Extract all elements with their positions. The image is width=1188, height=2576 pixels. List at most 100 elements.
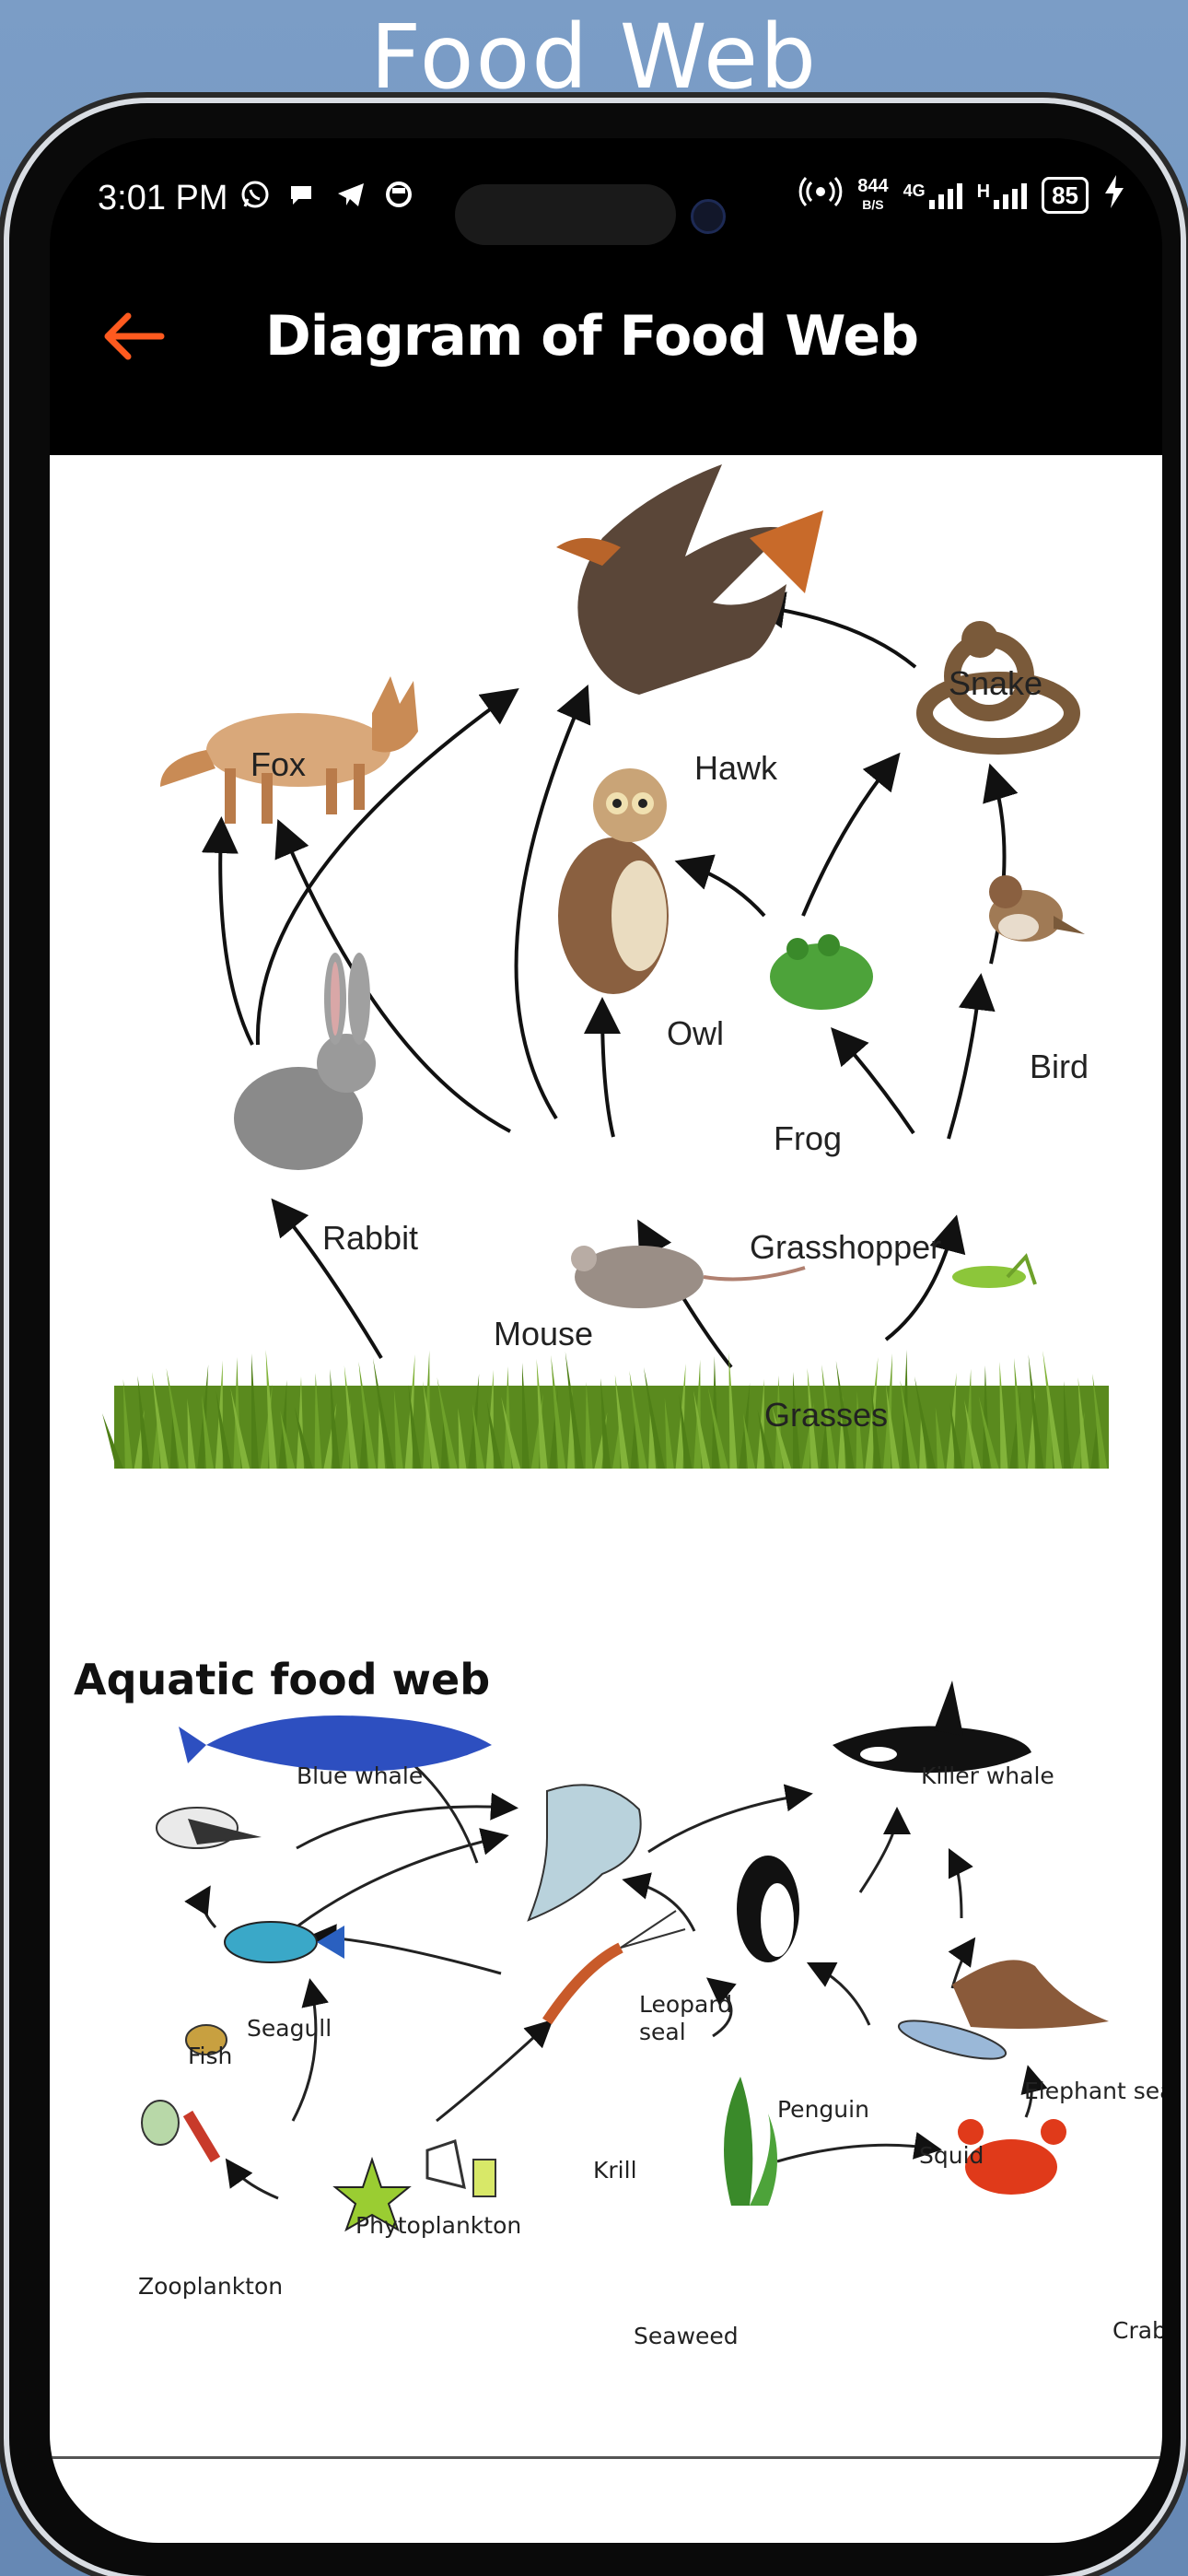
squid-illustration xyxy=(897,2020,1007,2060)
grass-blade xyxy=(743,1413,755,1469)
dynamic-island xyxy=(455,184,676,245)
grass-blade xyxy=(1042,1351,1063,1469)
app-notification-icon xyxy=(383,179,414,210)
status-time: 3:01 PM xyxy=(98,179,228,217)
grass-blade xyxy=(486,1400,503,1469)
seagull-label: Seagull xyxy=(247,2015,332,2042)
owl-label: Owl xyxy=(667,1014,724,1052)
battery-indicator: 85 xyxy=(1042,176,1089,214)
grass-blade xyxy=(585,1382,593,1469)
grass-blade xyxy=(280,1411,296,1469)
grass-blade xyxy=(728,1352,738,1469)
status-bar: 3:01 PM xyxy=(50,138,1162,249)
grass-blade xyxy=(330,1369,341,1469)
mouse-label: Mouse xyxy=(494,1315,593,1352)
grass-blade xyxy=(807,1368,819,1469)
grass-blade xyxy=(102,1413,123,1469)
grass-blade xyxy=(793,1372,800,1469)
grass-blade xyxy=(408,1385,422,1469)
signal-bars-icon xyxy=(928,182,962,209)
grass-blade xyxy=(393,1388,403,1469)
grass-blade xyxy=(614,1375,629,1469)
aquatic-section-title: Aquatic food web xyxy=(74,1655,491,1704)
grass-blade xyxy=(423,1381,439,1469)
snake-label: Snake xyxy=(949,664,1042,702)
grass-blade xyxy=(565,1352,584,1469)
grass-blade xyxy=(629,1371,647,1469)
seaweed-illustration xyxy=(724,2077,777,2206)
grass-blade xyxy=(137,1376,151,1469)
grass-blade xyxy=(648,1401,657,1469)
grass-blade xyxy=(1028,1354,1044,1469)
hawk-label: Hawk xyxy=(694,749,778,787)
krill-label: Krill xyxy=(593,2157,637,2184)
grass-blade xyxy=(871,1388,882,1469)
front-camera xyxy=(691,199,726,234)
network-speed: 844 B/S xyxy=(857,177,888,214)
killer-whale-label: Killer whale xyxy=(921,1762,1054,1789)
terrestrial-food-web-diagram: Fox Hawk Snake Owl Frog Bird Rabbit Gras… xyxy=(102,464,1162,2349)
speed-value: 844 xyxy=(857,175,889,196)
grass-blade xyxy=(522,1363,530,1469)
seagull-illustration xyxy=(156,1807,262,1849)
grass-blade xyxy=(600,1378,611,1469)
whatsapp-icon xyxy=(239,179,271,210)
squid-label: Squid xyxy=(919,2142,984,2169)
grass-blade xyxy=(472,1404,484,1469)
signal-h: H xyxy=(977,181,1028,209)
grass-blade xyxy=(693,1390,710,1469)
signal-4g: 4G xyxy=(903,181,962,209)
leopard-seal-illustration xyxy=(527,1784,642,1922)
rabbit-illustration xyxy=(234,953,376,1170)
grass-blade xyxy=(294,1407,313,1469)
grass-blade xyxy=(835,1361,855,1469)
penguin-label: Penguin xyxy=(777,2096,869,2123)
grass-blade xyxy=(914,1376,936,1469)
grass-blade xyxy=(949,1403,963,1469)
grass-blade xyxy=(169,1402,178,1469)
app-bar: Diagram of Food Web xyxy=(50,276,1162,387)
grass-blade xyxy=(265,1350,277,1469)
blue-whale-label: Blue whale xyxy=(297,1762,423,1789)
blue-whale-illustration xyxy=(179,1715,492,1772)
phone-screen: 3:01 PM xyxy=(50,138,1162,2543)
back-button[interactable] xyxy=(96,304,169,369)
grass-blade xyxy=(900,1380,918,1469)
grass-blade xyxy=(536,1359,548,1469)
seaweed-label: Seaweed xyxy=(634,2323,739,2349)
content-divider xyxy=(50,2456,1162,2459)
grass-blade xyxy=(202,1395,214,1469)
grass-blade xyxy=(458,1408,467,1469)
telegram-icon xyxy=(335,179,367,210)
charging-icon xyxy=(1103,175,1125,215)
grass-blade xyxy=(838,1395,845,1469)
grass-blade xyxy=(440,1411,448,1469)
grass-blade xyxy=(1014,1358,1026,1469)
promo-title: Food Web xyxy=(369,6,818,109)
page-title: Diagram of Food Web xyxy=(265,304,919,369)
grasshopper-label: Grasshopper xyxy=(750,1228,941,1266)
grass-blade xyxy=(122,1379,133,1469)
bird-label: Bird xyxy=(1030,1048,1089,1085)
owl-illustration xyxy=(558,768,669,994)
grass-blade xyxy=(501,1397,521,1469)
grass-blade xyxy=(567,1386,575,1469)
grass-blade xyxy=(885,1384,900,1469)
elephant-seal-label: Elephant seal xyxy=(1024,2078,1162,2104)
grass-blade xyxy=(166,1368,187,1469)
mouse-illustration xyxy=(571,1246,806,1308)
phytoplankton-label: Phytoplankton xyxy=(355,2212,521,2239)
grass-blade xyxy=(1092,1374,1108,1469)
grass-blade xyxy=(215,1391,232,1469)
grass-blade xyxy=(935,1407,945,1469)
grass-blade xyxy=(1045,1385,1054,1469)
grass-blade xyxy=(919,1411,927,1469)
grass-blade xyxy=(251,1353,259,1469)
fish-illustration xyxy=(224,1921,344,1963)
signal-bars-icon-2 xyxy=(994,182,1028,209)
grass-blade xyxy=(551,1355,566,1469)
grasses-label: Grasses xyxy=(764,1396,888,1434)
grass-blade xyxy=(679,1394,693,1469)
phone-frame: 3:01 PM xyxy=(9,103,1181,2576)
